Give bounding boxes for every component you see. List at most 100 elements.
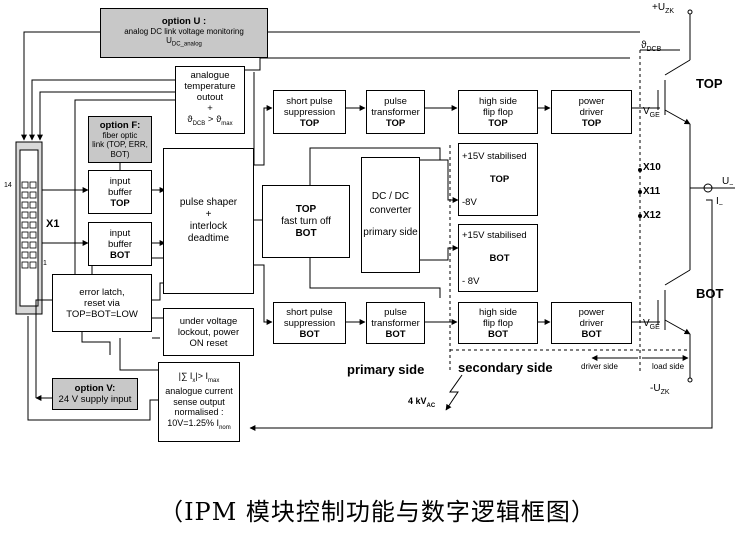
hff-top-line1: high side xyxy=(478,95,518,107)
error-latch-line1: error latch, xyxy=(79,286,125,298)
vge-bot-sub: GE xyxy=(649,324,660,331)
sps-bot-line2: suppression xyxy=(283,317,336,329)
vge-top-label: VGE xyxy=(643,106,660,119)
bot-switch-label: BOT xyxy=(696,286,724,301)
sps-bot-line1: short pulse xyxy=(286,306,333,318)
pt-top-line3: TOP xyxy=(385,117,406,129)
dcdc-line1: DC / DC xyxy=(371,191,410,202)
option-u-line1: analog DC link voltage monitoring xyxy=(124,26,244,36)
stab-bot-line3: - 8V xyxy=(462,275,480,287)
isolation-sub: AC xyxy=(426,402,436,409)
cs-line1-sub2: max xyxy=(208,377,220,384)
current-sense-block: |∑ Ix|> Imax analogue current sense outp… xyxy=(158,362,240,442)
fast-turn-off-block: TOP fast turn off BOT xyxy=(262,185,350,258)
short-pulse-suppression-bot: short pulse suppression BOT xyxy=(273,302,346,344)
u-output-label: U~ xyxy=(722,176,733,189)
isolation-voltage-label: 4 kVAC xyxy=(408,396,435,409)
x11-label: X11 xyxy=(643,186,661,197)
u-output-sub: ~ xyxy=(729,182,734,189)
cs-line5-sub: nom xyxy=(219,424,231,431)
temp-theta-rest: > ϑ xyxy=(205,114,222,126)
vge-bot-label: VGE xyxy=(643,318,660,331)
hff-top-line3: TOP xyxy=(488,117,508,129)
i-output-text: I xyxy=(716,196,719,207)
isolation-bolt xyxy=(445,374,463,411)
temp-line1: analogue xyxy=(190,70,230,82)
cs-line1: |∑ I xyxy=(178,370,193,381)
cs-line2: analogue current xyxy=(165,386,233,397)
vge-top-text: V xyxy=(643,106,650,117)
cs-line3: sense output xyxy=(173,396,225,407)
cs-line4: normalised : xyxy=(174,407,224,418)
option-v-title: option V: xyxy=(74,383,116,394)
hff-top-line2: flip flop xyxy=(482,106,514,118)
pulse-shaper-line4: deadtime xyxy=(187,233,230,244)
isolation-text: 4 kV xyxy=(408,396,427,406)
fast-turn-off-line1: TOP xyxy=(295,203,317,215)
load-side-label: load side xyxy=(652,362,685,371)
sps-top-line2: suppression xyxy=(283,106,336,118)
option-u-title: option U : xyxy=(161,15,207,27)
dcdc-line2: converter xyxy=(369,205,412,216)
driver-side-label: driver side xyxy=(581,362,618,371)
option-u-block: option U : analog DC link voltage monito… xyxy=(100,8,268,58)
pulse-shaper-line1: pulse shaper xyxy=(179,197,238,208)
temp-line3: outout xyxy=(196,92,224,104)
i-output-sub: ~ xyxy=(718,202,723,209)
primary-side-label: primary side xyxy=(347,362,425,377)
input-top-line1: input xyxy=(109,175,131,187)
option-u-line2-sub: DC_analog xyxy=(171,41,202,48)
theta-dcb-text: ϑ xyxy=(641,40,647,51)
pt-top-line1: pulse xyxy=(384,95,407,107)
pt-bot-line1: pulse xyxy=(384,306,407,318)
pulse-shaper-line3: interlock xyxy=(189,221,228,232)
option-f-line2: link (TOP, ERR, xyxy=(92,140,148,150)
stab-top-line3: -8V xyxy=(462,197,477,208)
uvlo-line3: ON reset xyxy=(189,337,228,349)
secondary-side-label: secondary side xyxy=(458,360,553,375)
uzk-minus-sub: ZK xyxy=(660,389,670,396)
dcdc-line3: primary side xyxy=(363,227,418,238)
input-buffer-bot: input buffer BOT xyxy=(88,222,152,266)
fast-turn-off-line2: fast turn off xyxy=(281,215,331,227)
uzk-minus-text: -U xyxy=(650,383,661,394)
theta-dcb-label: ϑDCB xyxy=(641,40,661,53)
x10-label: X10 xyxy=(643,162,661,173)
hff-bot-line3: BOT xyxy=(487,328,509,340)
high-side-flip-flop-bot: high side flip flop BOT xyxy=(458,302,538,344)
power-driver-bot: power driver BOT xyxy=(551,302,632,344)
fast-turn-off-line3: BOT xyxy=(295,227,317,239)
top-switch-label: TOP xyxy=(696,76,723,91)
sps-bot-line3: BOT xyxy=(299,328,320,340)
cs-line1-rest: |> I xyxy=(195,370,209,381)
option-f-title: option F: xyxy=(99,119,141,131)
temp-theta-sub2: max xyxy=(221,120,233,127)
uzk-plus-label: +UZK xyxy=(652,2,674,15)
cs-line5: 10V=1.25% I xyxy=(167,417,220,428)
uzk-plus-text: +U xyxy=(652,2,666,13)
pt-top-line2: transformer xyxy=(371,106,420,118)
option-f-line3: BOT) xyxy=(110,149,130,159)
i-output-label: I~ xyxy=(716,196,723,209)
input-buffer-top: input buffer TOP xyxy=(88,170,152,214)
pd-bot-line1: power xyxy=(578,306,605,318)
input-bot-line3: BOT xyxy=(109,249,131,261)
sps-top-line1: short pulse xyxy=(286,95,333,107)
error-latch-block: error latch, reset via TOP=BOT=LOW xyxy=(52,274,152,332)
stabilised-supply-top: +15V stabilised TOP -8V xyxy=(458,143,538,216)
error-latch-line2: reset via xyxy=(84,297,120,309)
temp-line2: temperature xyxy=(184,81,236,93)
stab-bot-line2: BOT xyxy=(489,252,510,264)
short-pulse-suppression-top: short pulse suppression TOP xyxy=(273,90,346,134)
pd-top-line1: power xyxy=(578,95,605,107)
uzk-minus-label: -UZK xyxy=(650,383,670,396)
pulse-transformer-bot: pulse transformer BOT xyxy=(366,302,425,344)
x1-pin14-label: 14 xyxy=(4,182,12,189)
stab-top-line1: +15V stabilised xyxy=(462,151,527,162)
option-v-line1: 24 V supply input xyxy=(58,394,132,405)
under-voltage-lockout-block: under voltage lockout, power ON reset xyxy=(163,308,254,356)
cs-line1-sub: x xyxy=(192,377,196,384)
temp-line4: + xyxy=(207,103,213,115)
pd-bot-line2: driver xyxy=(579,317,604,329)
